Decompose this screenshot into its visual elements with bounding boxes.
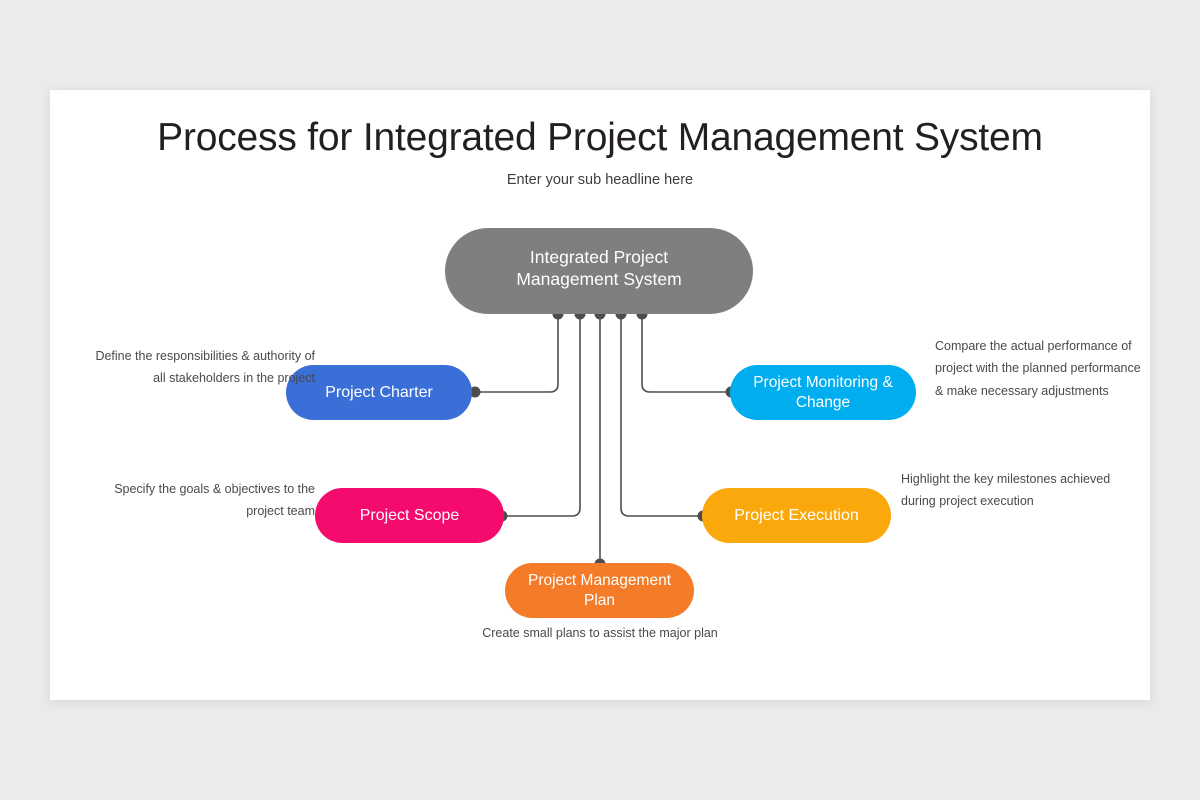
caption-project-monitoring-change: Compare the actual performance of projec… <box>935 339 1141 398</box>
node-center-label-line1: Integrated Project <box>529 247 669 268</box>
node-center-label: Integrated Project Management System <box>516 247 681 291</box>
node-project-scope[interactable]: Project Scope <box>315 488 504 543</box>
node-project-execution-label-line1: Project Execution <box>734 506 859 524</box>
page-subtitle: Enter your sub headline here <box>506 172 694 188</box>
node-project-monitoring-change-label: Project Monitoring & Change <box>753 373 893 412</box>
node-project-execution[interactable]: Project Execution <box>702 488 891 543</box>
node-project-charter[interactable]: Project Charter <box>286 365 472 420</box>
caption-project-execution: Highlight the key milestones achieved du… <box>901 472 1111 509</box>
node-integrated-project-management-system[interactable]: Integrated Project Management System <box>445 228 753 314</box>
caption-project-scope: Specify the goals & objectives to the pr… <box>114 482 315 519</box>
node-project-monitoring-change-label-line2: Change <box>795 393 851 411</box>
node-project-execution-label: Project Execution <box>734 506 859 526</box>
connector-project-monitoring-change <box>641 316 730 393</box>
node-project-scope-label-line1: Project Scope <box>359 506 460 524</box>
node-project-charter-label: Project Charter <box>325 383 433 403</box>
node-project-management-plan-label-line2: Plan <box>583 591 616 609</box>
node-project-monitoring-change-label-line1: Project Monitoring & <box>753 374 893 392</box>
caption-project-charter: Define the responsibilities & authority … <box>95 349 315 386</box>
connector-project-execution <box>620 316 702 517</box>
node-project-charter-label-line1: Project Charter <box>325 383 433 401</box>
node-project-management-plan-label: Project Management Plan <box>528 571 671 610</box>
caption-project-management-plan: Create small plans to assist the major p… <box>482 626 718 640</box>
slide-canvas: Process for Integrated Project Managemen… <box>50 90 1150 700</box>
node-project-scope-label: Project Scope <box>360 506 460 526</box>
node-project-monitoring-change[interactable]: Project Monitoring & Change <box>730 365 916 420</box>
node-project-management-plan-label-line1: Project Management <box>527 572 672 590</box>
node-center-label-line2: Management System <box>516 269 682 289</box>
connector-project-charter <box>477 316 559 393</box>
page-title: Process for Integrated Project Managemen… <box>157 116 1043 159</box>
process-diagram: Integrated Project Management System Pro… <box>50 90 1150 700</box>
node-project-management-plan[interactable]: Project Management Plan <box>505 563 694 618</box>
connector-project-scope <box>504 316 581 517</box>
